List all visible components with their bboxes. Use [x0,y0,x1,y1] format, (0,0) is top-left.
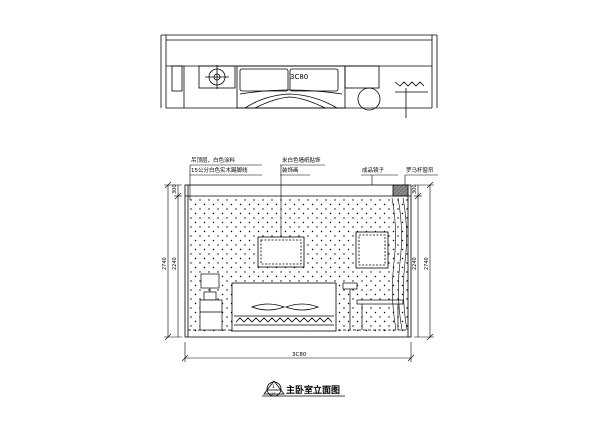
drawing-title: 主卧室立面图 [286,384,340,396]
bed-elevation [231,282,337,332]
dim-bottom-width: 3C80 [292,352,307,358]
label-cornice: 15公分白色实木踢脚线 [191,166,248,174]
title-badge [262,380,345,397]
title-badge-sub: 17 [271,392,275,396]
dim-left-total: 2740 [162,257,168,270]
left-nightstand [199,273,223,331]
decorative-painting [257,236,305,268]
dimension-right [414,181,434,341]
dim-right-total: 2740 [424,257,430,270]
dimension-bottom [181,342,415,362]
plan-view [160,34,438,118]
label-curtain: 罗马杆窗帘 [406,166,434,174]
label-wallpaper: 米白色墙纸贴饰 [282,156,321,164]
dim-right-ceiling: 300 [412,184,418,194]
ceiling-section-right [392,184,409,197]
curtain [391,197,408,331]
dim-right-wall: 2240 [412,257,418,270]
title-badge-number: 1 [272,384,275,390]
label-decorative-painting: 装饰画 [282,166,299,174]
label-mirror: 成品镜子 [362,166,385,174]
round-table-icon [357,87,381,111]
plan-dimension-label: 3C80 [290,73,308,81]
right-nightstand [342,282,404,330]
dim-left-wall: 2240 [172,257,178,270]
label-ceiling-finish: 吊顶层，白色涂料 [191,156,236,164]
dim-left-ceiling: 300 [172,184,178,194]
mirror [355,231,389,269]
dimension-left [164,181,182,341]
